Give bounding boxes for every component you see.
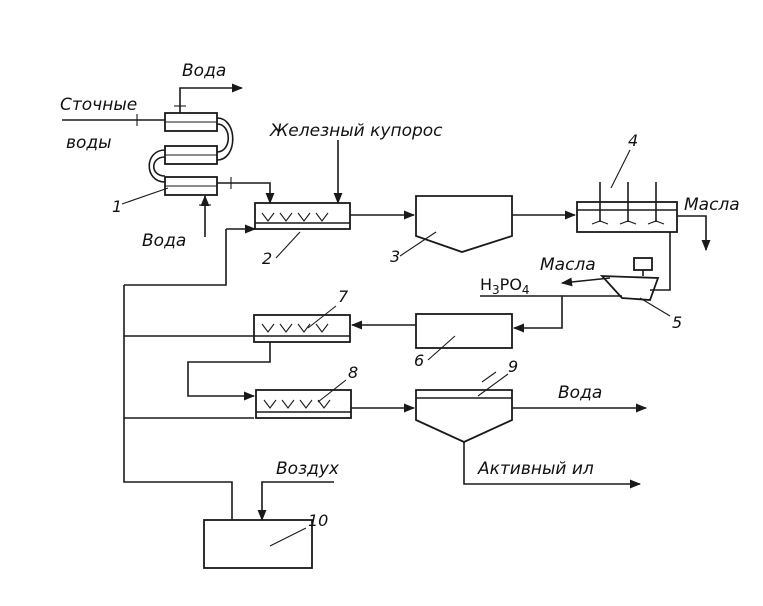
tank-10 bbox=[203, 519, 313, 569]
unit-number-1: 1 bbox=[112, 197, 122, 216]
flow-7-to-8 bbox=[187, 342, 271, 401]
unit-number-8: 8 bbox=[348, 363, 358, 382]
label-phosphoric-acid: H3PO4 bbox=[480, 275, 530, 297]
sludge-outlet bbox=[463, 442, 642, 489]
mixer-2 bbox=[254, 202, 351, 230]
acid-po: PO bbox=[500, 275, 522, 294]
mixer-8 bbox=[255, 389, 352, 419]
oils-outlet-mid bbox=[560, 277, 611, 287]
label-air: Воздух bbox=[276, 459, 340, 479]
unit-number-4: 4 bbox=[628, 131, 638, 150]
label-iron-sulfate: Железный купорос bbox=[269, 121, 443, 141]
oils-outlet-right bbox=[677, 215, 711, 252]
label-water-bottom: Вода bbox=[142, 231, 186, 251]
unit-number-10: 10 bbox=[308, 511, 328, 530]
acid-h: H bbox=[480, 275, 492, 294]
flotator-4 bbox=[576, 182, 678, 233]
unit-number-6: 6 bbox=[414, 351, 424, 370]
acid-sub-3: 3 bbox=[492, 283, 500, 297]
settler-3 bbox=[415, 195, 513, 253]
unit-number-3: 3 bbox=[390, 247, 400, 266]
unit-number-5: 5 bbox=[672, 313, 682, 332]
unit-number-7: 7 bbox=[338, 287, 349, 306]
air-feed bbox=[257, 481, 334, 522]
reagent-distribution-line bbox=[123, 229, 254, 520]
unit-number-2: 2 bbox=[262, 249, 272, 268]
label-water-top: Вода bbox=[182, 61, 226, 81]
flow-1-to-2 bbox=[217, 182, 275, 205]
label-wastewater-2: воды bbox=[66, 133, 112, 153]
water-outlet-line bbox=[179, 83, 244, 113]
heat-exchanger-1 bbox=[148, 112, 234, 196]
mixer-7 bbox=[253, 314, 351, 343]
label-oils-mid: Масла bbox=[540, 255, 596, 275]
flow-4-to-5 bbox=[650, 232, 671, 291]
label-water-out: Вода bbox=[558, 383, 602, 403]
label-wastewater-1: Сточные bbox=[60, 95, 137, 115]
label-oils-right: Масла bbox=[684, 195, 740, 215]
label-activated-sludge: Активный ил bbox=[477, 459, 594, 479]
unit-number-9: 9 bbox=[508, 357, 518, 376]
settler-9 bbox=[415, 389, 513, 443]
tank-6 bbox=[415, 313, 513, 349]
flow-5-to-6 bbox=[512, 295, 622, 333]
centrifuge-5 bbox=[599, 257, 660, 301]
acid-sub-4: 4 bbox=[522, 283, 530, 297]
